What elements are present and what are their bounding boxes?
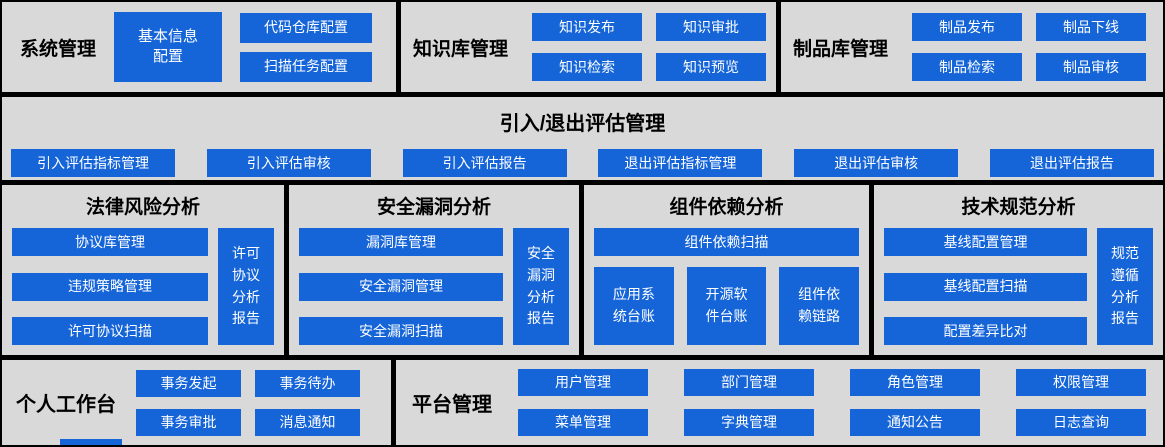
import-eval-report-button[interactable]: 引入评估报告 (402, 149, 567, 177)
license-lib-mgmt-button[interactable]: 协议库管理 (12, 228, 208, 256)
panel-title: 法律风险分析 (85, 197, 200, 218)
security-vuln-report-button[interactable]: 安全 漏洞 分析 报告 (513, 228, 569, 345)
panel-personal-workspace: 个人工作台 事务发起 事务待办 事务审批 消息通知 (2, 360, 391, 445)
cutoff-button-fragment[interactable] (60, 439, 122, 445)
role-mgmt-button[interactable]: 角色管理 (850, 369, 980, 396)
vuln-lib-mgmt-button[interactable]: 漏洞库管理 (299, 228, 503, 256)
license-scan-button[interactable]: 许可协议扫描 (12, 317, 208, 345)
permission-mgmt-button[interactable]: 权限管理 (1016, 369, 1146, 396)
violation-policy-mgmt-button[interactable]: 违规策略管理 (12, 272, 208, 301)
panel-title: 技术规范分析 (961, 197, 1076, 218)
artifact-publish-button[interactable]: 制品发布 (912, 13, 1023, 41)
panel-title: 个人工作台 (16, 394, 116, 416)
panel-component-dependency-analysis: 组件依赖分析 组件依赖扫描 应用系 统台账 开源软 件台账 组件依 赖链路 (584, 185, 869, 355)
app-system-ledger-button[interactable]: 应用系 统台账 (594, 267, 674, 345)
task-approve-button[interactable]: 事务审批 (136, 408, 241, 436)
scan-task-config-button[interactable]: 扫描任务配置 (240, 51, 373, 82)
menu-mgmt-button[interactable]: 菜单管理 (518, 409, 648, 436)
knowledge-approve-button[interactable]: 知识审批 (656, 13, 767, 41)
panel-title: 安全漏洞分析 (376, 197, 491, 218)
task-initiate-button[interactable]: 事务发起 (136, 369, 241, 397)
component-dependency-scan-button[interactable]: 组件依赖扫描 (594, 228, 859, 256)
artifact-search-button[interactable]: 制品检索 (912, 53, 1023, 81)
exit-eval-review-button[interactable]: 退出评估审核 (794, 149, 959, 177)
baseline-config-scan-button[interactable]: 基线配置扫描 (884, 272, 1087, 301)
component-dependency-chain-button[interactable]: 组件依 赖链路 (779, 267, 860, 345)
security-vuln-scan-button[interactable]: 安全漏洞扫描 (299, 317, 503, 345)
exit-eval-report-button[interactable]: 退出评估报告 (989, 149, 1154, 177)
panel-artifact-repo-management: 制品库管理 制品发布 制品下线 制品检索 制品审核 (781, 2, 1163, 92)
panel-platform-management: 平台管理 用户管理 部门管理 角色管理 权限管理 菜单管理 字典管理 通知公告 … (396, 360, 1163, 445)
import-eval-review-button[interactable]: 引入评估审核 (206, 149, 371, 177)
security-vuln-mgmt-button[interactable]: 安全漏洞管理 (299, 272, 503, 301)
log-query-button[interactable]: 日志查询 (1016, 409, 1146, 436)
artifact-offline-button[interactable]: 制品下线 (1036, 13, 1147, 41)
panel-title: 制品库管理 (793, 38, 889, 60)
dept-mgmt-button[interactable]: 部门管理 (684, 369, 814, 396)
message-notify-button[interactable]: 消息通知 (255, 408, 360, 436)
panel-security-vuln-analysis: 安全漏洞分析 漏洞库管理 安全漏洞管理 安全漏洞扫描 安全 漏洞 分析 报告 (289, 185, 579, 355)
task-todo-button[interactable]: 事务待办 (255, 369, 360, 397)
artifact-review-button[interactable]: 制品审核 (1036, 53, 1147, 81)
panel-title: 知识库管理 (413, 38, 509, 60)
panel-title: 引入/退出评估管理 (499, 113, 666, 135)
import-eval-metric-mgmt-button[interactable]: 引入评估指标管理 (11, 149, 175, 177)
basic-info-config-button[interactable]: 基本信息 配置 (114, 12, 223, 82)
notice-announcement-button[interactable]: 通知公告 (850, 409, 980, 436)
panel-title: 平台管理 (412, 394, 492, 416)
license-analysis-report-button[interactable]: 许可 协议 分析 报告 (218, 228, 274, 345)
exit-eval-metric-mgmt-button[interactable]: 退出评估指标管理 (598, 149, 763, 177)
panel-system-management: 系统管理 基本信息 配置 代码仓库配置 扫描任务配置 (2, 2, 396, 92)
standard-compliance-report-button[interactable]: 规范 遵循 分析 报告 (1097, 228, 1153, 345)
open-source-software-ledger-button[interactable]: 开源软 件台账 (686, 267, 767, 345)
dict-mgmt-button[interactable]: 字典管理 (684, 409, 814, 436)
panel-import-exit-evaluation: 引入/退出评估管理 引入评估指标管理 引入评估审核 引入评估报告 退出评估指标管… (2, 97, 1163, 180)
panel-tech-standard-analysis: 技术规范分析 基线配置管理 基线配置扫描 配置差异比对 规范 遵循 分析 报告 (874, 185, 1163, 355)
panel-legal-risk-analysis: 法律风险分析 协议库管理 违规策略管理 许可协议扫描 许可 协议 分析 报告 (2, 185, 284, 355)
panel-title: 组件依赖分析 (669, 197, 784, 218)
knowledge-preview-button[interactable]: 知识预览 (656, 53, 767, 81)
panel-knowledge-base-management: 知识库管理 知识发布 知识审批 知识检索 知识预览 (401, 2, 776, 92)
knowledge-publish-button[interactable]: 知识发布 (532, 13, 643, 41)
panel-title: 系统管理 (20, 38, 97, 60)
user-mgmt-button[interactable]: 用户管理 (518, 369, 648, 396)
baseline-config-mgmt-button[interactable]: 基线配置管理 (884, 228, 1087, 256)
config-diff-compare-button[interactable]: 配置差异比对 (884, 317, 1087, 345)
code-repo-config-button[interactable]: 代码仓库配置 (240, 12, 373, 43)
knowledge-search-button[interactable]: 知识检索 (532, 53, 643, 81)
